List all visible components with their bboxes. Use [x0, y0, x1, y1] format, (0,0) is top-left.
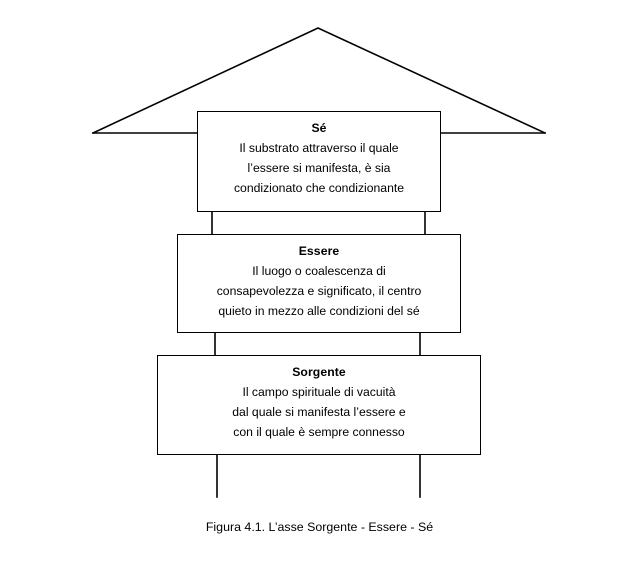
- figure-caption: Figura 4.1. L’asse Sorgente - Essere - S…: [205, 520, 434, 534]
- node-description-essere: Il luogo o coalescenza di consapevolezza…: [216, 264, 422, 318]
- node-box-sorgente[interactable]: Sorgente Il campo spirituale di vacuità …: [157, 355, 481, 455]
- node-box-se[interactable]: Sé Il substrato attraverso il quale l’es…: [197, 111, 441, 212]
- upward-chevron-icon: [91, 27, 547, 135]
- node-description-sorgente: Il campo spirituale di vacuità dal quale…: [232, 385, 406, 439]
- node-title-se: Sé: [311, 121, 327, 135]
- node-box-essere[interactable]: Essere Il luogo o coalescenza di consape…: [177, 234, 461, 333]
- node-title-sorgente: Sorgente: [292, 365, 346, 379]
- node-title-essere: Essere: [298, 244, 340, 258]
- node-description-se: Il substrato attraverso il quale l’esser…: [233, 141, 405, 195]
